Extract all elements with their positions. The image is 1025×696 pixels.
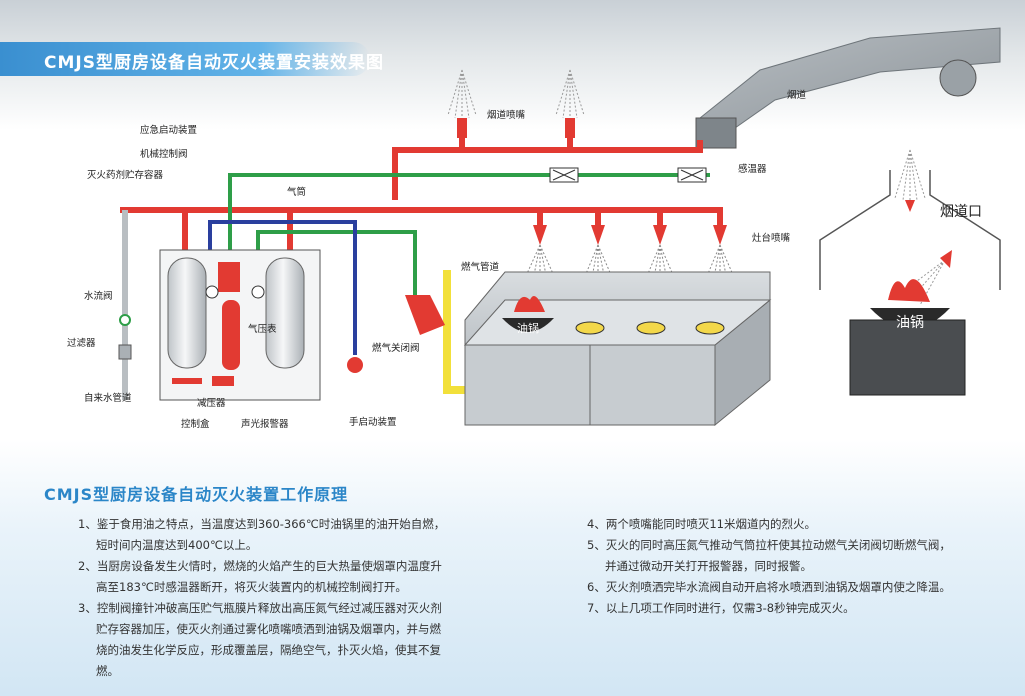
heat-sensor-1 (549, 167, 579, 183)
agent-tank-left (167, 257, 207, 369)
label-heat-sensor: 感温器 (738, 163, 767, 175)
label-agent-tank: 灭火药剂贮存容器 (87, 169, 164, 181)
stove-burner-2 (636, 321, 666, 335)
control-line (208, 220, 357, 355)
gas-shutoff-valve (405, 295, 445, 335)
principle-title: CMJS型厨房设备自动灭火装置工作原理 (44, 485, 349, 504)
stove-burner-3 (695, 321, 725, 335)
installation-diagram: 烟道 烟道喷嘴 灶台喷嘴 (67, 27, 1001, 430)
label-emergency-start: 应急启动装置 (140, 124, 197, 136)
principle-line: 3、控制阀撞针冲破高压贮气瓶膜片释放出高压氮气经过减压器对灭火剂 (78, 601, 442, 615)
label-alarm: 声光报警器 (241, 418, 289, 430)
agent-tank-right (265, 257, 305, 369)
principle-left: 1、鉴于食用油之特点，当温度达到360-366℃时油锅里的油开始自燃， 短时间内… (78, 514, 498, 682)
label-gas-shutoff-valve: 燃气关闭阀 (372, 342, 420, 354)
mechanical-valve (218, 262, 240, 292)
pressure-gauge-right (251, 285, 265, 299)
label-tap-water-pipe: 自来水管道 (84, 392, 132, 404)
principle-line: 高至183℃时感温器断开，将灭火装置内的机械控制阀打开。 (96, 580, 407, 594)
label-control-box: 控制盒 (181, 418, 210, 430)
label-water-valve: 水流阀 (84, 290, 113, 302)
label-manual-start: 手启动装置 (349, 416, 397, 428)
principle-line: 4、两个喷嘴能同时喷灭11米烟道内的烈火。 (587, 517, 816, 531)
kitchen-stove (463, 271, 772, 427)
principle-line: 5、灭火的同时高压氮气推动气筒拉杆使其拉动燃气关闭阀切断燃气阀， (587, 538, 951, 552)
ceiling-duct (695, 27, 1001, 149)
page-title: CMJS型厨房设备自动灭火装置安装效果图 (44, 53, 384, 73)
label-mechanical-valve: 机械控制阀 (140, 148, 188, 160)
label-duct: 烟道 (787, 89, 807, 101)
stove-burner-1 (575, 321, 605, 335)
label-stove-nozzle: 灶台喷嘴 (752, 232, 791, 244)
principle-right: 4、两个喷嘴能同时喷灭11米烟道内的烈火。 5、灭火的同时高压氮气推动气筒拉杆使… (587, 514, 1007, 619)
principle-line: 1、鉴于食用油之特点，当温度达到360-366℃时油锅里的油开始自燃， (78, 517, 446, 531)
principle-line: 并通过微动开关打开报警器，同时报警。 (605, 559, 812, 573)
label-wok-detail: 油锅 (896, 315, 924, 331)
principle-line: 贮存容器加压，使灭火剂通过雾化喷嘴喷洒到油锅及烟罩内，并与燃 (96, 622, 441, 636)
title-banner (0, 42, 370, 76)
footer-background (0, 440, 1025, 696)
water-valve (119, 314, 131, 326)
label-pressure-gauge: 气压表 (248, 323, 277, 335)
label-gas-pipe: 燃气管道 (461, 261, 500, 273)
gas-cylinder (222, 300, 240, 370)
label-duct-outlet: 烟道口 (940, 204, 982, 220)
hood-detail (819, 149, 1001, 396)
principle-line: 短时间内温度达到400℃以上。 (96, 538, 258, 552)
principle-line: 6、灭火剂喷洒完毕水流阀自动开启将水喷洒到油锅及烟罩内使之降温。 (587, 580, 951, 594)
filter (118, 344, 132, 360)
control-box-indicator (172, 378, 202, 384)
duct-nozzle-right (555, 69, 585, 138)
principle-line: 燃。 (96, 664, 119, 678)
wok (502, 296, 554, 332)
alarm-indicator (212, 376, 234, 386)
label-duct-nozzle: 烟道喷嘴 (487, 109, 526, 121)
principle-line: 烧的油发生化学反应，形成覆盖层，隔绝空气，扑灭火焰，使其不复 (96, 643, 441, 657)
heat-sensor-2 (677, 167, 707, 183)
principle-line: 7、以上几项工作同时进行，仅需3-8秒钟完成灭火。 (587, 601, 855, 615)
manual-start-button[interactable] (347, 357, 363, 373)
label-gas-cylinder: 气筒 (287, 186, 306, 198)
label-filter: 过滤器 (67, 337, 96, 349)
duct-nozzle-left (447, 69, 477, 138)
principle-line: 2、当厨房设备发生火情时，燃烧的火焰产生的巨大热量使烟罩内温度升 (78, 559, 442, 573)
pressure-gauge-left (205, 285, 219, 299)
label-wok: 油锅 (517, 321, 539, 335)
label-pressure-reducer: 减压器 (197, 397, 226, 409)
